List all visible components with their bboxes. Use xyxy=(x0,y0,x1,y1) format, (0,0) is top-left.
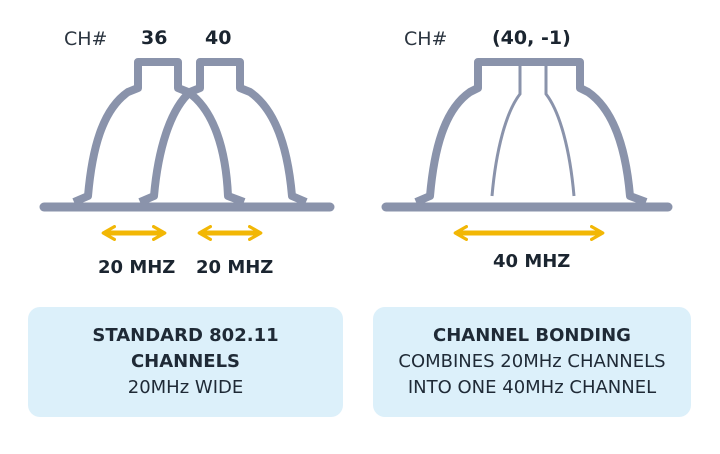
standard-card-title: STANDARD 802.11 xyxy=(92,325,279,346)
bonding-card-title: CHANNEL BONDING xyxy=(433,325,631,346)
channel-diagram xyxy=(39,58,673,242)
bonded-channel-mask xyxy=(414,58,648,206)
channel-36-label: 36 xyxy=(141,27,168,49)
left-ch-label: CH# xyxy=(64,28,108,50)
channel-40-mask xyxy=(138,58,308,206)
standard-card-detail: 20MHz WIDE xyxy=(127,377,244,398)
left-20mhz-label-2: 20 MHZ xyxy=(196,257,274,278)
standard-card-subtitle: CHANNELS xyxy=(130,351,241,372)
channel-bonding-card: CHANNEL BONDING COMBINES 20MHz CHANNELS … xyxy=(373,307,691,417)
bonded-channel-label: (40, -1) xyxy=(492,27,571,49)
inner-subchannel-lines xyxy=(490,64,576,197)
right-ch-label: CH# xyxy=(404,28,448,50)
channel-40-label: 40 xyxy=(205,27,232,49)
right-40mhz-label: 40 MHZ xyxy=(493,251,571,272)
bonding-card-detail-1: COMBINES 20MHz CHANNELS xyxy=(398,351,666,372)
standard-channels-card: STANDARD 802.11 CHANNELS 20MHz WIDE xyxy=(28,307,343,417)
left-20mhz-label-1: 20 MHZ xyxy=(98,257,176,278)
bonding-card-detail-2: INTO ONE 40MHz CHANNEL xyxy=(407,377,657,398)
channel-36-mask xyxy=(72,58,246,206)
